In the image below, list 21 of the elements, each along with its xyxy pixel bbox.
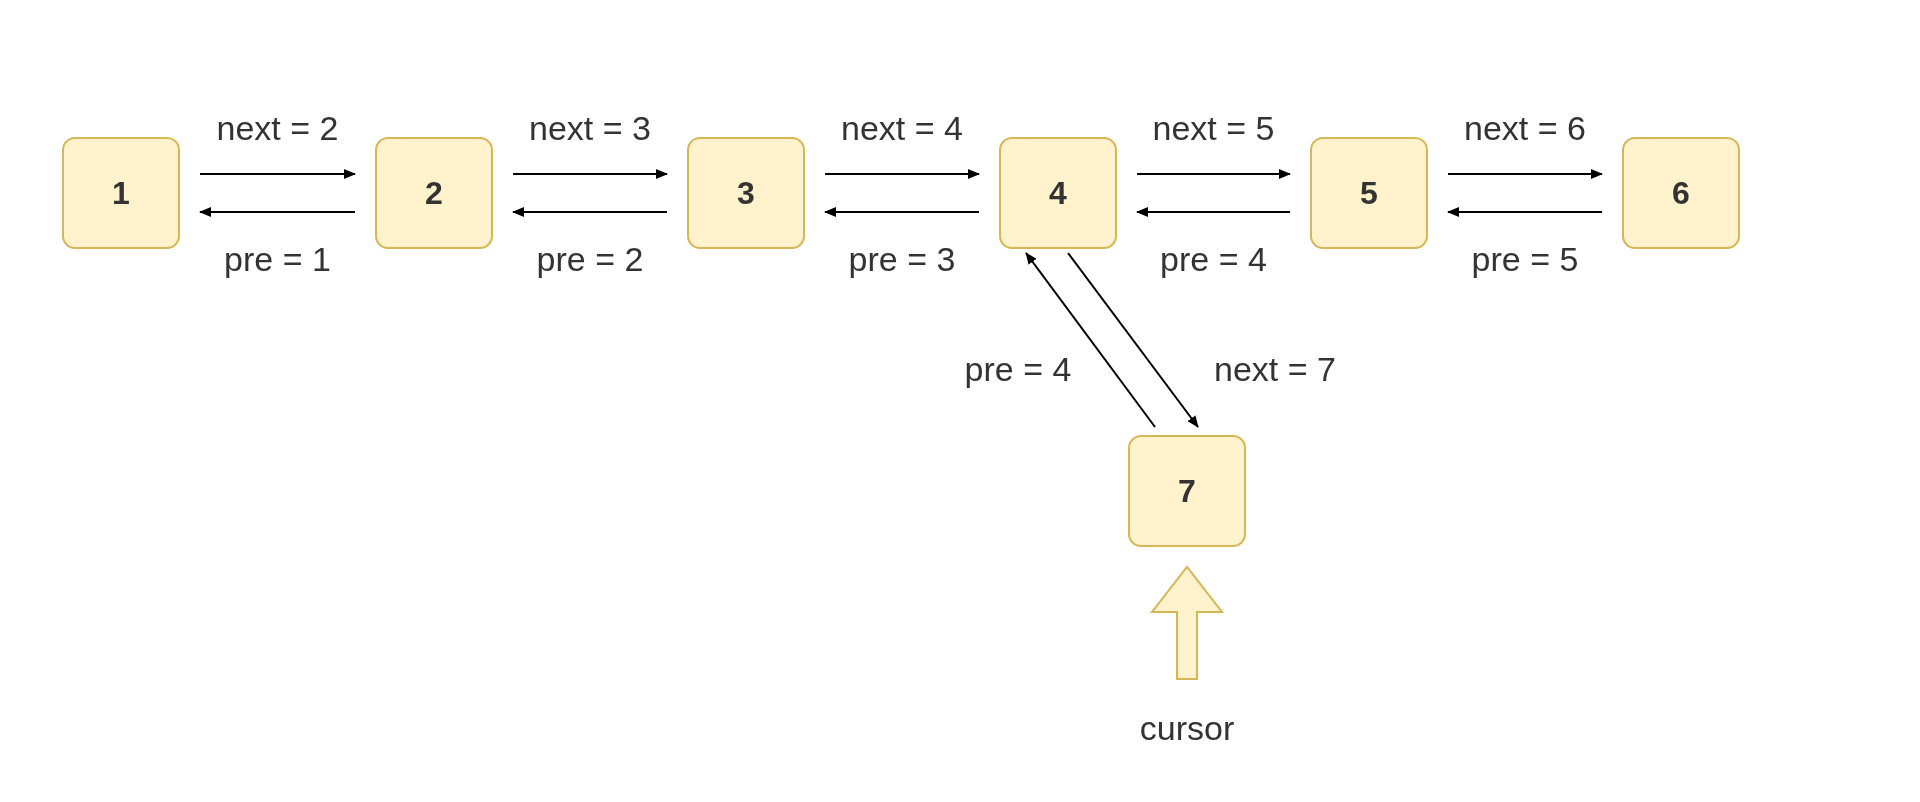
list-node-box: 1 (62, 137, 180, 249)
arrow (512, 207, 668, 217)
arrow (1067, 252, 1199, 428)
arrow (199, 207, 356, 217)
pointer-label: cursor (1120, 705, 1254, 751)
arrow (1447, 207, 1603, 217)
list-node-box: 6 (1622, 137, 1740, 249)
arrow (824, 169, 980, 179)
arrow (512, 169, 668, 179)
arrow (1136, 169, 1291, 179)
arrow (199, 169, 356, 179)
arrow (1025, 252, 1156, 428)
arrow (1136, 207, 1291, 217)
list-node-box: 2 (375, 137, 493, 249)
list-node-box: 7 (1128, 435, 1246, 547)
arrow (1447, 169, 1603, 179)
block-arrow (1149, 565, 1225, 680)
list-node-box: 3 (687, 137, 805, 249)
arrow (824, 207, 980, 217)
list-node-box: 4 (999, 137, 1117, 249)
list-node-box: 5 (1310, 137, 1428, 249)
